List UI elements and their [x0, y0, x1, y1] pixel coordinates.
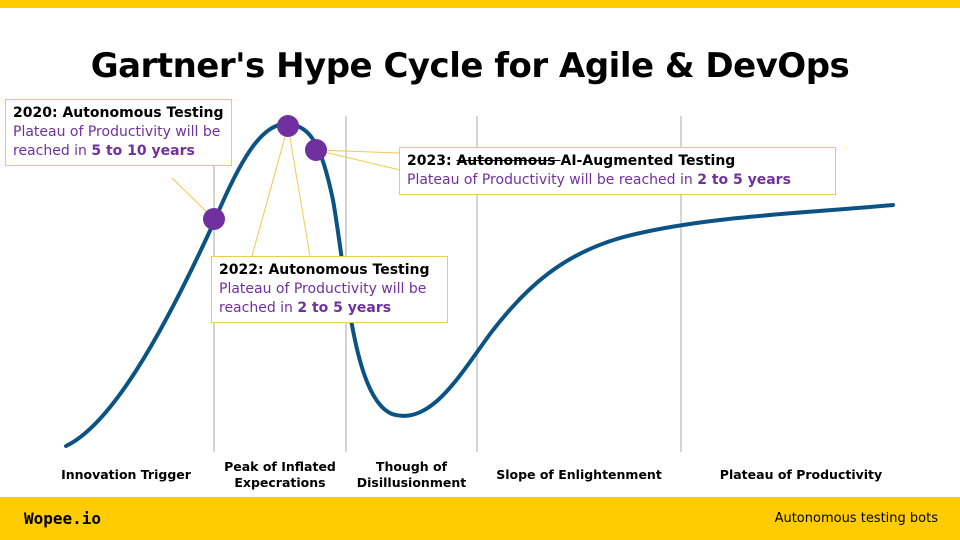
- callout-2020-heading: 2020: Autonomous Testing: [13, 105, 224, 121]
- top-accent-bar: [0, 0, 960, 8]
- phase-label-innovation-trigger: Innovation Trigger: [61, 467, 191, 482]
- callout-2023-year: 2023:: [407, 153, 457, 169]
- marker-2023: [305, 139, 327, 161]
- marker-2022: [277, 115, 299, 137]
- callout-2023-text: Plateau of Productivity will be reached …: [407, 172, 698, 188]
- callout-2023-heading: 2023: Autonomous AI-Augmented Testing: [407, 152, 828, 171]
- connector-2023-a: [315, 149, 401, 154]
- phase-label-slope: Slope of Enlightenment: [496, 467, 662, 482]
- footer-tagline: Autonomous testing bots: [774, 511, 938, 526]
- callout-2020: 2020: Autonomous Testing Plateau of Prod…: [5, 99, 232, 166]
- callout-2020-highlight: 5 to 10 years: [91, 143, 195, 159]
- phase-label-peak: Peak of Inflated Expecrations: [224, 459, 336, 490]
- callout-2022-highlight: 2 to 5 years: [297, 300, 392, 316]
- phase-label-plateau: Plateau of Productivity: [719, 467, 883, 482]
- callout-2022-text: Plateau of Productivity will be reached …: [219, 281, 427, 316]
- callout-2023: 2023: Autonomous AI-Augmented Testing Pl…: [399, 147, 836, 195]
- phase-label-trough: Though of Disillusionment: [356, 459, 467, 490]
- callout-2023-new-title: AI-Augmented Testing: [560, 153, 736, 169]
- callout-2023-highlight: 2 to 5 years: [697, 172, 791, 188]
- connector-2022-b: [287, 125, 311, 257]
- callout-2022: 2022: Autonomous Testing Plateau of Prod…: [211, 256, 448, 323]
- callout-2020-text: Plateau of Productivity will be reached …: [13, 124, 221, 159]
- page-title: Gartner's Hype Cycle for Agile & DevOps: [90, 46, 850, 86]
- brand-logo-text: Wopee.io: [24, 509, 102, 528]
- marker-2020: [203, 208, 225, 230]
- footer-bar: Wopee.io Autonomous testing bots: [0, 497, 960, 540]
- callout-2022-heading: 2022: Autonomous Testing: [219, 262, 430, 278]
- callout-2023-struck-word: Autonomous: [456, 153, 561, 169]
- connector-2023-b: [315, 149, 401, 171]
- connector-2022-a: [251, 125, 289, 257]
